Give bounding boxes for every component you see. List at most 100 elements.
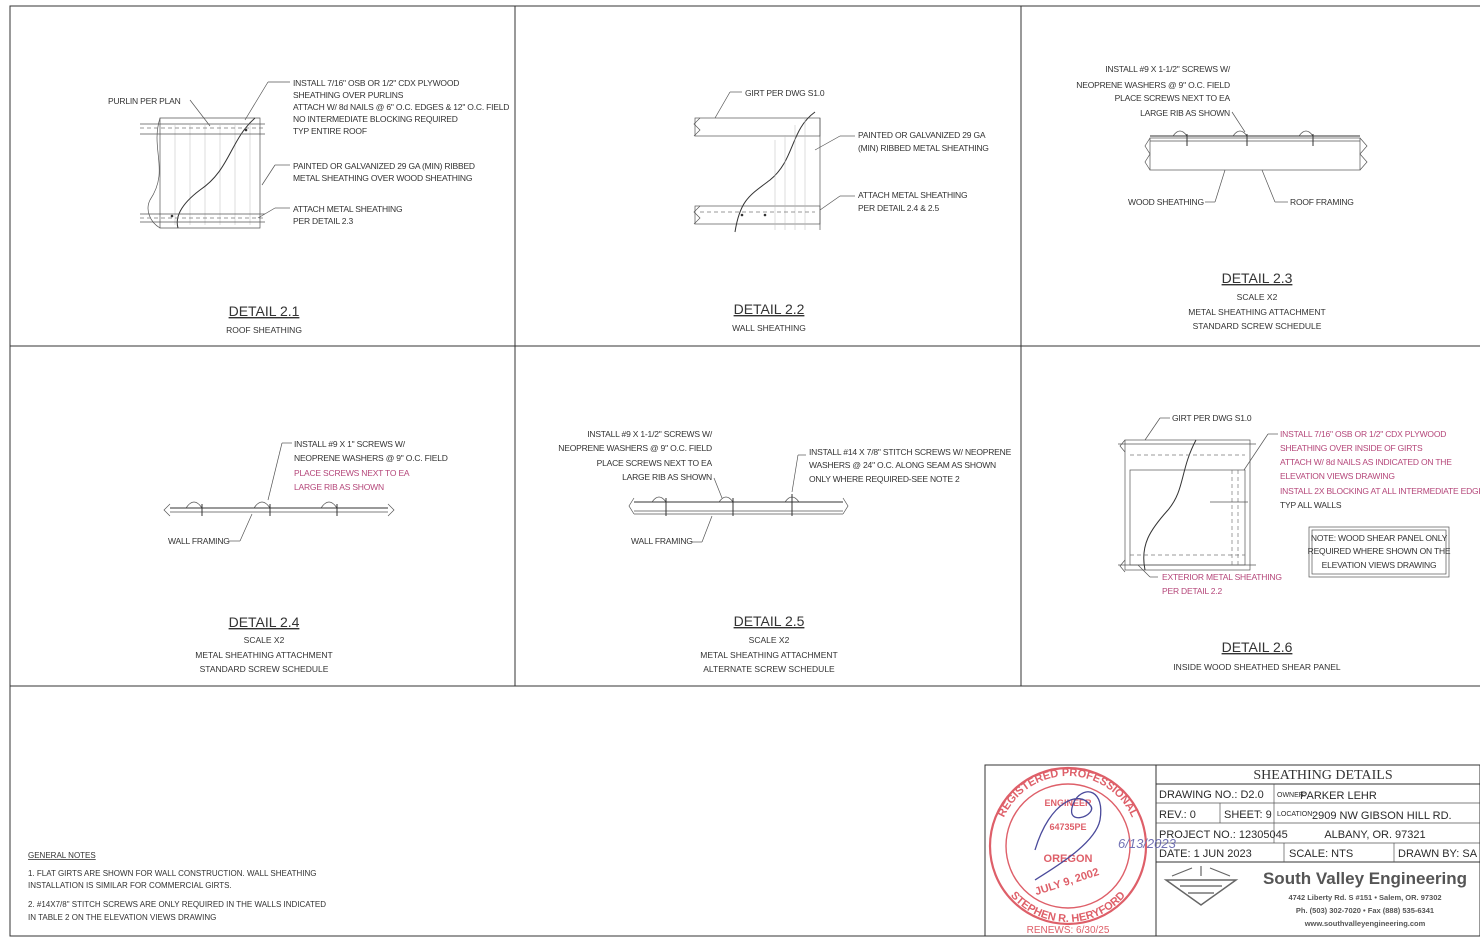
stamp-bottom-text: STEPHEN R. HERYFORD <box>1008 889 1128 925</box>
detail-2-5-drawing <box>628 454 849 543</box>
note-line-red: INSTALL 2X BLOCKING AT ALL INTERMEDIATE … <box>1280 486 1480 496</box>
stamp-top-text: REGISTERED PROFESSIONAL <box>996 767 1141 819</box>
detail-2-6: GIRT PER DWG S1.0 INSTALL 7/16" OSB OR 1… <box>1118 413 1480 672</box>
firm-phone: Ph. (503) 302-7020 • Fax (888) 535-6341 <box>1296 906 1434 915</box>
general-note-line: IN TABLE 2 ON THE ELEVATION VIEWS DRAWIN… <box>28 913 216 922</box>
note-line-red: ELEVATION VIEWS DRAWING <box>1280 471 1395 481</box>
general-notes: GENERAL NOTES 1. FLAT GIRTS ARE SHOWN FO… <box>28 851 326 922</box>
note-line: NO INTERMEDIATE BLOCKING REQUIRED <box>293 114 458 124</box>
detail-2-5-wall-label: WALL FRAMING <box>631 536 693 546</box>
note-line-red: SHEATHING OVER INSIDE OF GIRTS <box>1280 443 1423 453</box>
detail-2-3: INSTALL #9 X 1-1/2" SCREWS W/ NEOPRENE W… <box>1076 64 1368 331</box>
stamp-renews: RENEWS: 6/30/25 <box>1027 925 1110 936</box>
note-line: (MIN) RIBBED METAL SHEATHING <box>858 143 989 153</box>
detail-subtitle: METAL SHEATHING ATTACHMENT <box>1188 307 1325 317</box>
detail-2-1-title: DETAIL 2.1 <box>229 303 300 319</box>
detail-2-5-title: DETAIL 2.5 <box>734 613 805 629</box>
detail-2-3-wood-label: WOOD SHEATHING <box>1128 197 1204 207</box>
note-line: TYP ALL WALLS <box>1280 500 1342 510</box>
general-note-line: 2. #14X7/8" STITCH SCREWS ARE ONLY REQUI… <box>28 900 326 909</box>
note-line: PER DETAIL 2.4 & 2.5 <box>858 203 940 213</box>
detail-2-1-subtitle: ROOF SHEATHING <box>226 325 302 335</box>
engineer-stamp: REGISTERED PROFESSIONAL STEPHEN R. HERYF… <box>988 766 1177 936</box>
note-line: INSTALL 7/16" OSB OR 1/2" CDX PLYWOOD <box>293 78 459 88</box>
detail-2-4-drawing <box>163 442 395 542</box>
note-line: NEOPRENE WASHERS @ 9" O.C. FIELD <box>1076 80 1230 90</box>
detail-subtitle: STANDARD SCREW SCHEDULE <box>1193 321 1322 331</box>
note-line: NEOPRENE WASHERS @ 9" O.C. FIELD <box>294 453 448 463</box>
project-number: PROJECT NO.: 12305045 <box>1159 829 1288 841</box>
note-line: TYP ENTIRE ROOF <box>293 126 367 136</box>
note-line: METAL SHEATHING OVER WOOD SHEATHING <box>293 173 472 183</box>
issue-date: DATE: 1 JUN 2023 <box>1159 848 1252 860</box>
note-line-red: PER DETAIL 2.2 <box>1162 586 1223 596</box>
detail-2-5: INSTALL #9 X 1-1/2" SCREWS W/ NEOPRENE W… <box>558 429 1011 674</box>
detail-2-6-girt-label: GIRT PER DWG S1.0 <box>1172 413 1252 423</box>
note-line: REQUIRED WHERE SHOWN ON THE <box>1308 546 1451 556</box>
revision: REV.: 0 <box>1159 809 1196 821</box>
note-line: ONLY WHERE REQUIRED-SEE NOTE 2 <box>809 474 960 484</box>
firm-logo <box>1163 866 1239 906</box>
detail-subtitle: SCALE X2 <box>749 635 790 645</box>
note-line: PER DETAIL 2.3 <box>293 216 354 226</box>
detail-2-1: PURLIN PER PLAN INSTALL 7/16" OSB OR 1/2… <box>108 78 509 335</box>
detail-subtitle: ALTERNATE SCREW SCHEDULE <box>703 664 835 674</box>
sheet-frame <box>9 5 1480 937</box>
note-line-red: EXTERIOR METAL SHEATHING <box>1162 572 1282 582</box>
note-line-red: INSTALL 7/16" OSB OR 1/2" CDX PLYWOOD <box>1280 429 1446 439</box>
detail-2-1-note3: ATTACH METAL SHEATHING PER DETAIL 2.3 <box>293 204 403 226</box>
drawn-by: DRAWN BY: SA <box>1398 848 1478 860</box>
detail-2-4-title: DETAIL 2.4 <box>229 614 300 630</box>
stamp-state: OREGON <box>1044 853 1093 865</box>
stamp-date: JULY 9, 2002 <box>1034 866 1101 898</box>
detail-2-1-purlin-label: PURLIN PER PLAN <box>108 96 181 106</box>
note-line: WASHERS @ 24" O.C. ALONG SEAM AS SHOWN <box>809 460 996 470</box>
note-line-red: ATTACH W/ 8d NAILS AS INDICATED ON THE <box>1280 457 1452 467</box>
note-line: ELEVATION VIEWS DRAWING <box>1322 560 1437 570</box>
detail-2-2-drawing <box>693 91 855 233</box>
detail-2-2-subtitle: WALL SHEATHING <box>732 323 806 333</box>
general-notes-heading: GENERAL NOTES <box>28 851 96 860</box>
note-line: LARGE RIB AS SHOWN <box>1140 108 1230 118</box>
detail-2-1-note1: INSTALL 7/16" OSB OR 1/2" CDX PLYWOOD SH… <box>293 78 509 136</box>
detail-2-4-wall-label: WALL FRAMING <box>168 536 230 546</box>
detail-subtitle: SCALE X2 <box>1237 292 1278 302</box>
note-line: PLACE SCREWS NEXT TO EA <box>597 458 713 468</box>
firm-address: 4742 Liberty Rd. S #151 • Salem, OR. 973… <box>1288 893 1441 902</box>
title-block: SHEATHING DETAILS DRAWING NO.: D2.0 OWNE… <box>984 764 1480 937</box>
note-line: INSTALL #9 X 1" SCREWS W/ <box>294 439 406 449</box>
sheet-number: SHEET: 9 <box>1224 809 1272 821</box>
detail-2-6-drawing <box>1118 417 1278 578</box>
detail-2-3-drawing <box>1144 111 1368 203</box>
detail-2-3-roof-label: ROOF FRAMING <box>1290 197 1354 207</box>
location-line-2: ALBANY, OR. 97321 <box>1324 829 1425 841</box>
note-line-red: LARGE RIB AS SHOWN <box>294 482 384 492</box>
detail-2-1-drawing <box>140 81 290 229</box>
note-line: INSTALL #9 X 1-1/2" SCREWS W/ <box>1105 64 1231 74</box>
location-line-1: 2909 NW GIBSON HILL RD. <box>1312 810 1452 822</box>
detail-2-3-title: DETAIL 2.3 <box>1222 270 1293 286</box>
signed-date: 6/13/2023 <box>1118 836 1177 851</box>
note-line: PAINTED OR GALVANIZED 29 GA (MIN) RIBBED <box>293 161 475 171</box>
sheet-title: SHEATHING DETAILS <box>1253 768 1392 783</box>
location-label: LOCATION: <box>1277 811 1314 818</box>
detail-subtitle: SCALE X2 <box>244 635 285 645</box>
general-note-line: 1. FLAT GIRTS ARE SHOWN FOR WALL CONSTRU… <box>28 869 316 878</box>
owner-label: OWNER: <box>1277 792 1306 799</box>
detail-subtitle: STANDARD SCREW SCHEDULE <box>200 664 329 674</box>
detail-2-2-title: DETAIL 2.2 <box>734 301 805 317</box>
firm-name: South Valley Engineering <box>1263 869 1467 888</box>
note-line: SHEATHING OVER PURLINS <box>293 90 404 100</box>
detail-subtitle: METAL SHEATHING ATTACHMENT <box>195 650 332 660</box>
detail-subtitle: METAL SHEATHING ATTACHMENT <box>700 650 837 660</box>
note-line: LARGE RIB AS SHOWN <box>622 472 712 482</box>
stamp-engineer: ENGINEER <box>1044 798 1092 808</box>
detail-2-6-note-box: NOTE: WOOD SHEAR PANEL ONLY REQUIRED WHE… <box>1308 526 1451 578</box>
note-line-red: PLACE SCREWS NEXT TO EA <box>294 468 410 478</box>
detail-2-1-note2: PAINTED OR GALVANIZED 29 GA (MIN) RIBBED… <box>293 161 475 183</box>
note-line: ATTACH W/ 8d NAILS @ 6" O.C. EDGES & 12"… <box>293 102 509 112</box>
note-line: INSTALL #14 X 7/8" STITCH SCREWS W/ NEOP… <box>809 447 1012 457</box>
owner-name: PARKER LEHR <box>1300 790 1377 802</box>
detail-2-4: INSTALL #9 X 1" SCREWS W/ NEOPRENE WASHE… <box>163 439 448 674</box>
